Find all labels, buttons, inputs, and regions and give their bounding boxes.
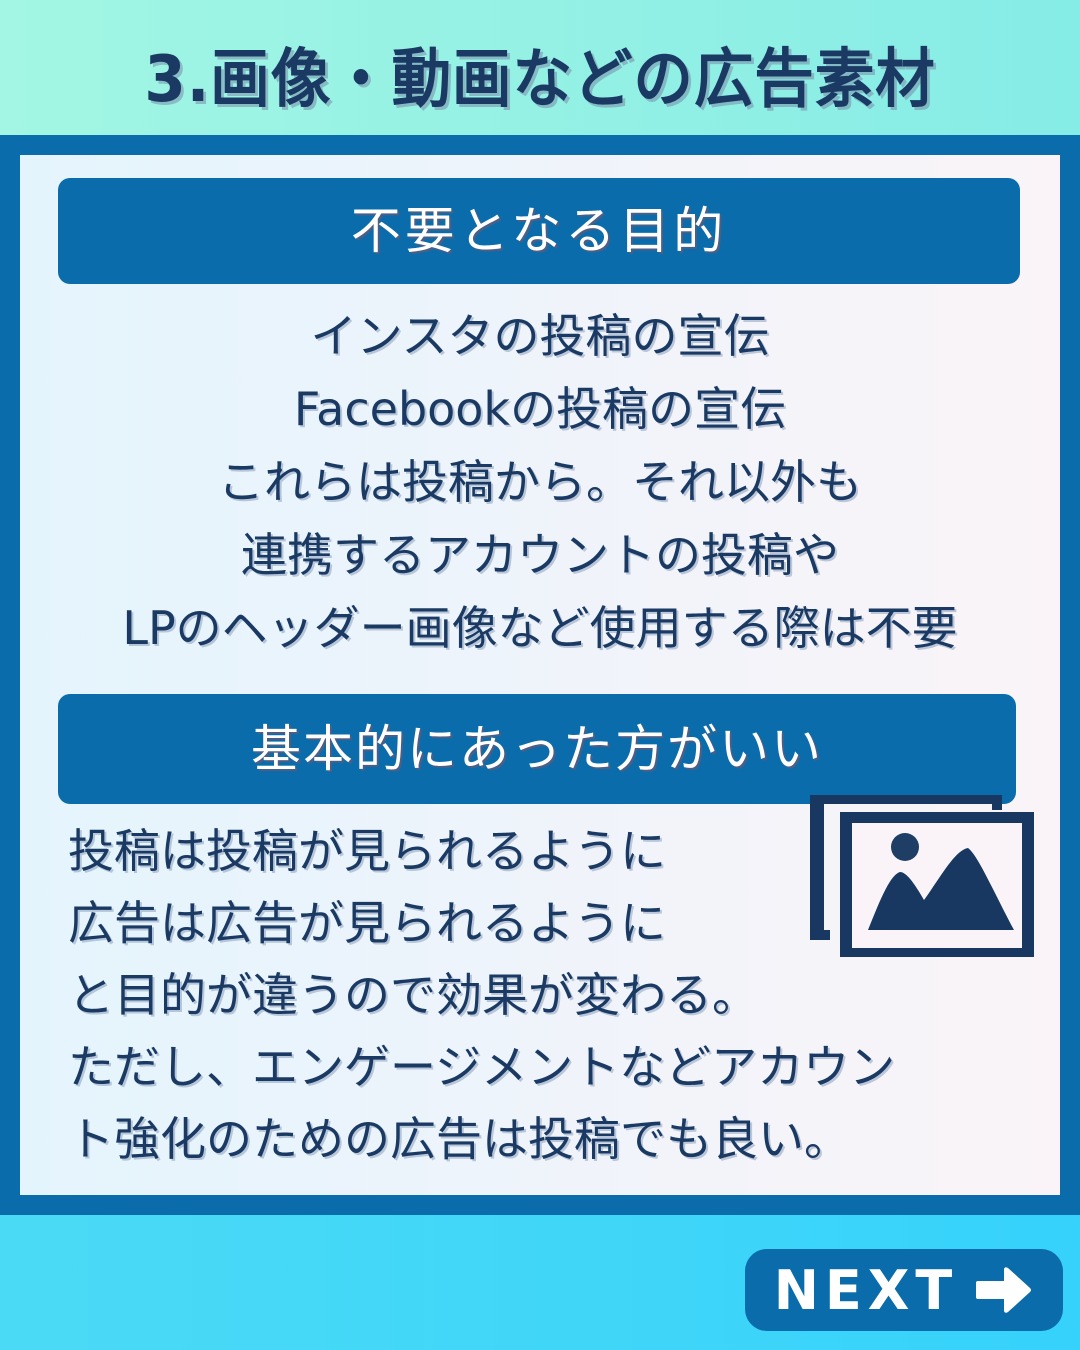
- text-line: これらは投稿から。それ以外も: [218, 455, 862, 509]
- text-line: 広告は広告が見られるように: [68, 896, 666, 950]
- text-line: 連携するアカウントの投稿や: [241, 528, 839, 582]
- page-title: 3.画像・動画などの広告素材: [144, 43, 936, 117]
- text-line: ト強化のための広告は投稿でも良い。: [68, 1112, 850, 1166]
- arrow-right-icon: [976, 1267, 1032, 1313]
- section-heading-recommended: 基本的にあった方がいい: [58, 694, 1016, 804]
- content-panel: 不要となる目的 インスタの投稿の宣伝 Facebookの投稿の宣伝 これらは投稿…: [20, 155, 1060, 1195]
- unnecessary-description: インスタの投稿の宣伝 Facebookの投稿の宣伝 これらは投稿から。それ以外も…: [20, 300, 1060, 665]
- next-label: NEXT: [773, 1258, 959, 1322]
- recommended-description: 投稿は投稿が見られるように 広告は広告が見られるように と目的が違うので効果が変…: [68, 815, 895, 1175]
- text-line: 投稿は投稿が見られるように: [68, 824, 666, 878]
- image-gallery-icon: [810, 795, 1034, 957]
- header: 3.画像・動画などの広告素材: [0, 0, 1080, 135]
- section-heading-unnecessary: 不要となる目的: [58, 178, 1020, 284]
- text-line: インスタの投稿の宣伝: [310, 309, 770, 363]
- text-line: ただし、エンゲージメントなどアカウン: [68, 1040, 896, 1094]
- text-line: と目的が違うので効果が変わる。: [68, 968, 758, 1022]
- text-line: LPのヘッダー画像など使用する際は不要: [122, 601, 958, 655]
- next-button[interactable]: NEXT: [745, 1249, 1063, 1331]
- text-line: Facebookの投稿の宣伝: [293, 382, 787, 436]
- content-frame: 不要となる目的 インスタの投稿の宣伝 Facebookの投稿の宣伝 これらは投稿…: [0, 135, 1080, 1215]
